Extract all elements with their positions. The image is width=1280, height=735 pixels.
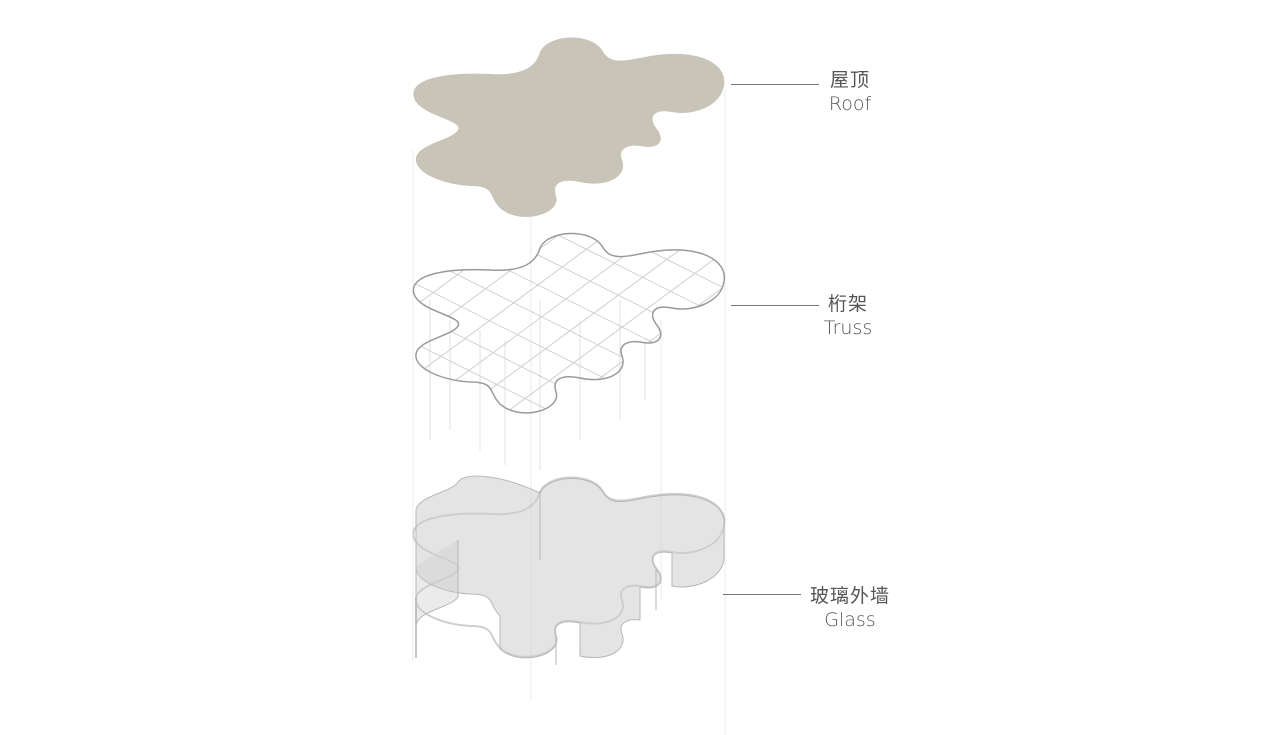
truss-label: 桁架 Truss <box>818 292 878 340</box>
roof-label-zh: 屋顶 <box>829 69 870 91</box>
glass-label-en: Glass <box>824 609 876 631</box>
truss-label-en: Truss <box>823 317 873 339</box>
glass-layer <box>412 475 726 665</box>
glass-label-zh: 玻璃外墙 <box>809 585 890 607</box>
roof-label-en: Roof <box>828 93 872 115</box>
glass-label: 玻璃外墙 Glass <box>804 584 896 632</box>
roof-leader-line <box>731 84 819 85</box>
roof-label: 屋顶 Roof <box>820 68 880 116</box>
roof-layer <box>413 37 725 217</box>
vertical-guide-lines <box>412 90 726 735</box>
truss-leader-line <box>731 305 819 306</box>
truss-label-zh: 桁架 <box>827 293 868 315</box>
glass-leader-line <box>723 594 801 595</box>
